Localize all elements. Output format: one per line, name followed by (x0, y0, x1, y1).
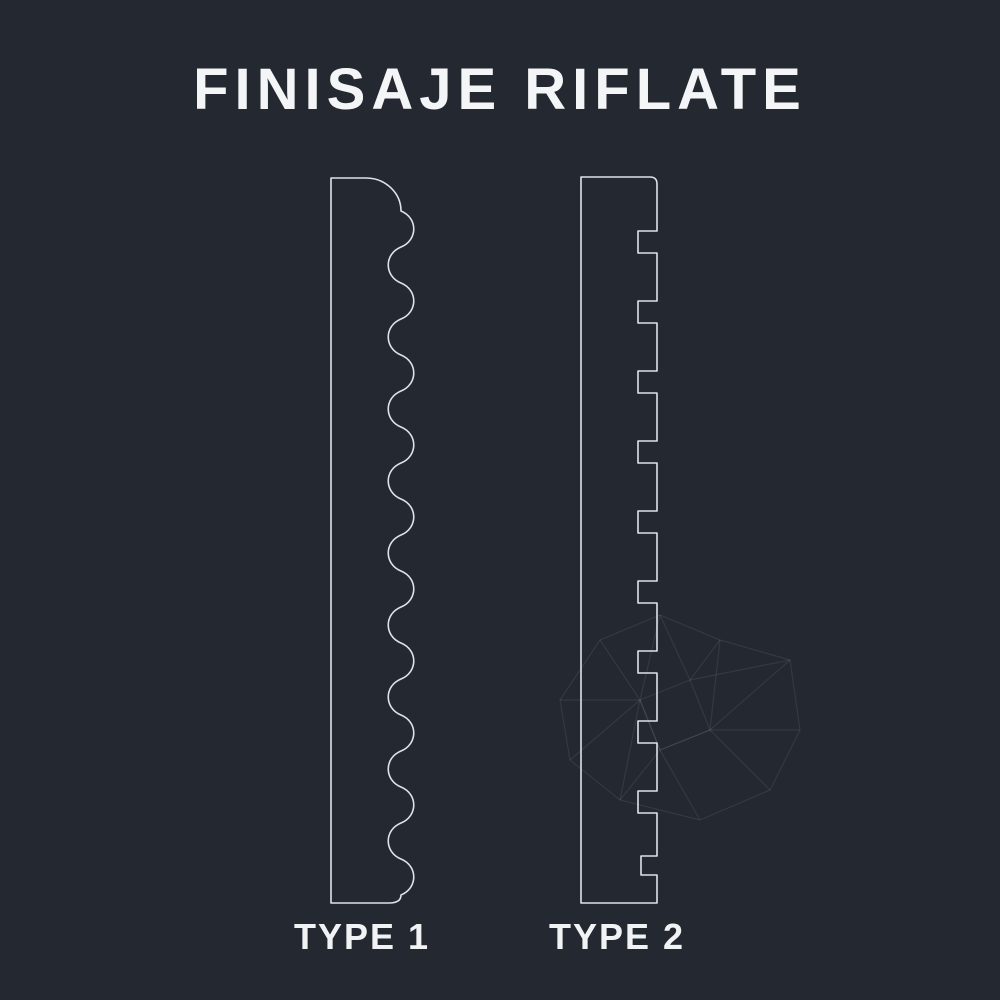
wavy-flute-profile (330, 177, 415, 904)
page-title: FINISAJE RIFLATE (193, 57, 807, 122)
profile-label-type-2: TYPE 2 (548, 916, 686, 957)
stepped-flute-profile (580, 176, 658, 904)
low-poly-crystal-logo-icon (559, 614, 801, 821)
profile-label-type-1: TYPE 1 (293, 916, 431, 957)
